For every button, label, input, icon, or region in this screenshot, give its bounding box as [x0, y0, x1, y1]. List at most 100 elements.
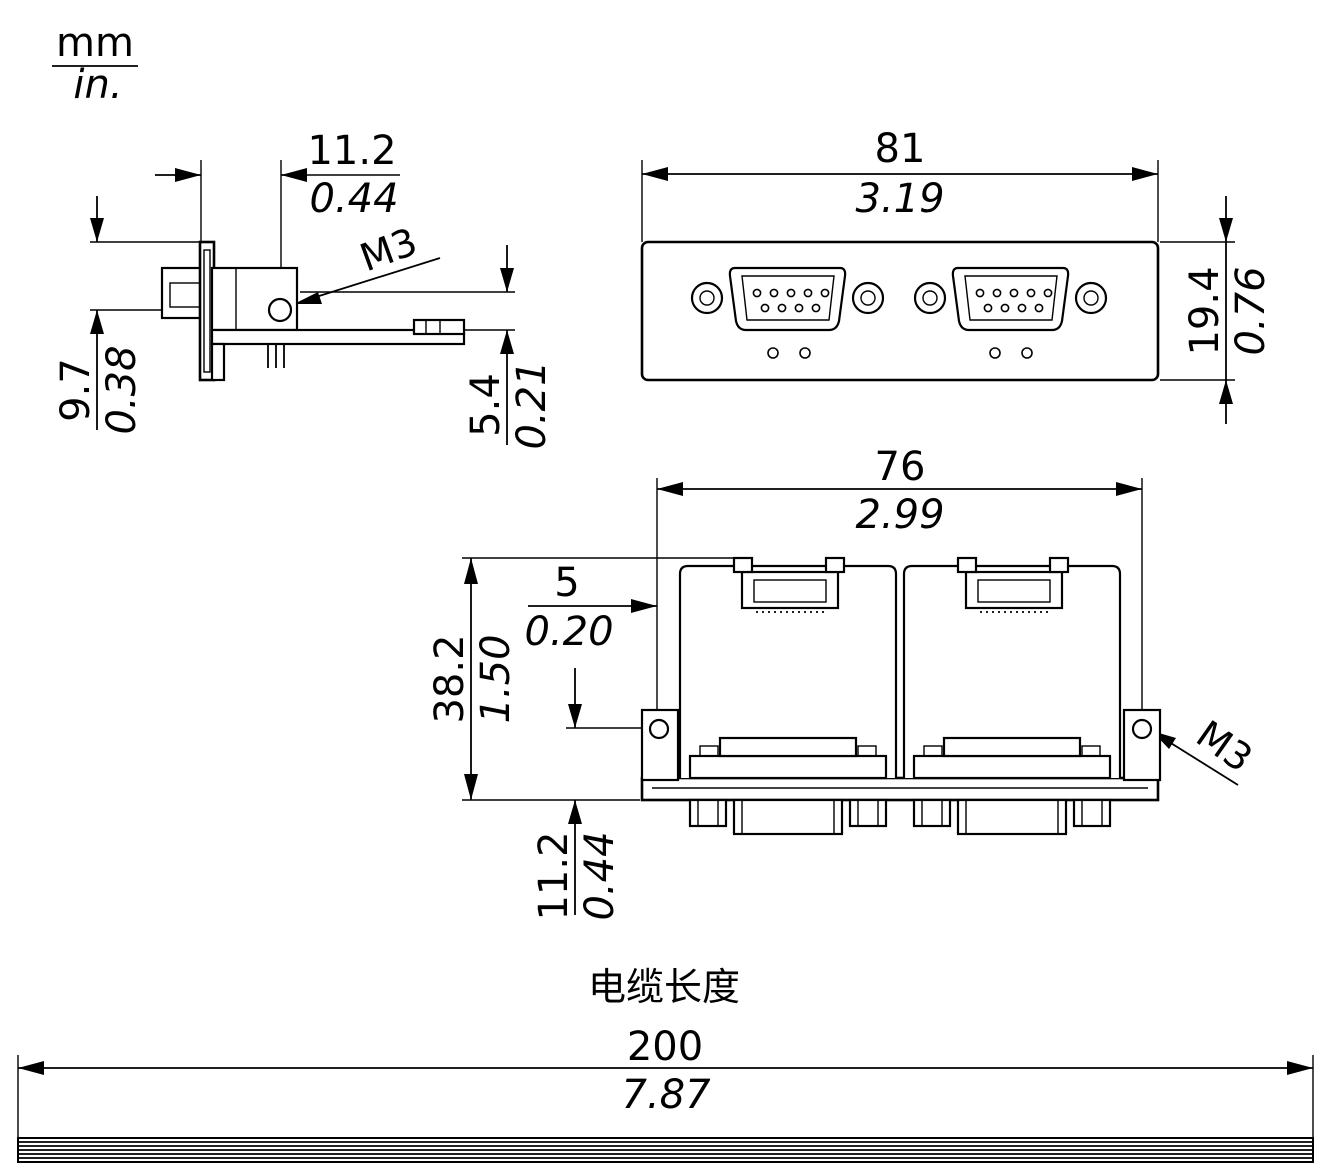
front-width-in: 3.19 [855, 176, 944, 222]
board-2-header-tab-l [956, 556, 978, 574]
top-depth-arrow-top [464, 558, 478, 584]
cable-arrow-left [18, 1061, 44, 1075]
top-screw-arrow-top [568, 704, 582, 728]
dsub-2-screw-left-inner [922, 290, 938, 306]
side-width-mm: 11.2 [307, 128, 396, 174]
cable-section: 电缆长度 200 7.87 [17, 965, 1314, 1163]
board-2-dsub-body [912, 754, 1112, 780]
board-1-dsub-top [718, 736, 858, 758]
board-2-outline [902, 564, 1122, 778]
side-height-mm: 9.7 [53, 358, 99, 422]
board-1-plug-in [741, 799, 835, 835]
side-offset-mm: 5.4 [463, 373, 509, 437]
units-legend: mm in. [52, 20, 138, 108]
board-2-plug-screw-r [1072, 798, 1112, 828]
dsub-2-shell-inner [964, 275, 1058, 321]
board-1-header-inner [753, 579, 827, 603]
top-screw-offset-mm: 11.2 [531, 831, 577, 920]
top-edge-arrow-left [631, 599, 657, 613]
cable-length-mm: 200 [627, 1024, 703, 1070]
front-height-arrow-bottom [1219, 380, 1233, 404]
unit-in: in. [73, 62, 122, 108]
dsub-connector-1 [690, 266, 885, 359]
side-width-in: 0.44 [309, 176, 398, 222]
dsub-1-shell-inner [741, 275, 835, 321]
side-height-arrow-top [90, 218, 104, 242]
top-screw-label: M3 [1189, 712, 1261, 781]
side-height-in: 0.38 [99, 345, 145, 434]
board-2-header-inner [977, 579, 1051, 603]
top-edge-in: 0.20 [524, 609, 613, 655]
led-1b [799, 347, 811, 359]
board-1-header-tab-r [824, 556, 846, 574]
cable-caption: 电缆长度 [588, 965, 740, 1009]
front-width-mm: 81 [875, 126, 926, 172]
side-pcb-connector [412, 318, 466, 336]
top-edge-mm: 5 [554, 560, 579, 606]
top-width-arrow-left [657, 482, 683, 496]
board-2-dsub-stub-r [1081, 745, 1101, 757]
dsub-1-screw-left-inner [699, 290, 715, 306]
front-panel [640, 240, 1160, 382]
top-base-plate [640, 776, 1160, 802]
flat-cable [17, 1137, 1314, 1163]
board-2-plug-screw-r-in [1081, 799, 1103, 827]
board-1 [678, 556, 898, 836]
top-depth-mm: 38.2 [427, 634, 473, 723]
led-1a [767, 347, 779, 359]
side-screw-arrow [294, 292, 322, 304]
front-height-mm: 19.4 [1182, 266, 1228, 355]
cable-length-in: 7.87 [621, 1072, 711, 1118]
board-2-plug-screw-l [912, 798, 952, 828]
unit-mm: mm [56, 20, 134, 66]
top-width-mm: 76 [875, 444, 926, 490]
dsub-1-screw-right-inner [860, 290, 876, 306]
board-1-dsub-stub-l [699, 745, 719, 757]
board-2-plug-in [965, 799, 1059, 835]
top-depth-in: 1.50 [473, 634, 519, 723]
dsub-1-screw-left [690, 281, 724, 315]
cable-arrow-right [1287, 1061, 1313, 1075]
side-view: 11.2 0.44 9.7 0.38 5.4 0.21 M3 [53, 128, 555, 450]
board-2-plug [956, 798, 1068, 836]
board-1-plug-screw-r [848, 798, 888, 828]
top-ear-left-hole [648, 718, 670, 740]
board-1-plug [732, 798, 844, 836]
board-1-plug-screw-l-in [697, 799, 719, 827]
board-2-dsub-stub-l [923, 745, 943, 757]
front-width-arrow-left [642, 167, 668, 181]
front-height-arrow-top [1219, 218, 1233, 242]
side-screw-label: M3 [354, 219, 423, 280]
front-width-arrow-right [1132, 167, 1158, 181]
board-1-plug-screw-l [688, 798, 728, 828]
board-1-plug-screw-r-in [857, 799, 879, 827]
front-view: 81 3.19 19.4 0.76 [640, 126, 1274, 424]
top-ear-right-hole [1131, 718, 1153, 740]
dsub-2-screw-right [1074, 281, 1108, 315]
top-width-arrow-right [1116, 482, 1142, 496]
side-offset-arrow-top [500, 268, 514, 292]
dsub-2-screw-left [913, 281, 947, 315]
top-view: 76 2.99 38.2 1.50 5 0.20 11.2 0.44 M3 [427, 444, 1260, 921]
board-2 [902, 556, 1122, 836]
board-1-outline [678, 564, 898, 778]
board-2-header-tab-r [1048, 556, 1070, 574]
top-screw-offset-in: 0.44 [577, 831, 623, 920]
board-1-header-tab-l [732, 556, 754, 574]
board-2-plug-screw-l-in [921, 799, 943, 827]
side-height-arrow-bottom [90, 310, 104, 334]
board-1-dsub-body [688, 754, 888, 780]
dsub-1-shell [728, 266, 847, 332]
dsub-2-shell [951, 266, 1070, 332]
top-width-in: 2.99 [855, 492, 944, 538]
board-1-dsub-stub-r [857, 745, 877, 757]
side-width-arrow-right [281, 168, 307, 182]
side-width-arrow-left [175, 168, 201, 182]
top-screw-arrow-bottom [568, 800, 582, 824]
side-bracket-inner [203, 249, 211, 373]
side-offset-arrow-bottom [500, 330, 514, 354]
dsub-connector-2 [913, 266, 1108, 359]
dsub-2-screw-right-inner [1083, 290, 1099, 306]
top-depth-arrow-bottom [464, 774, 478, 800]
